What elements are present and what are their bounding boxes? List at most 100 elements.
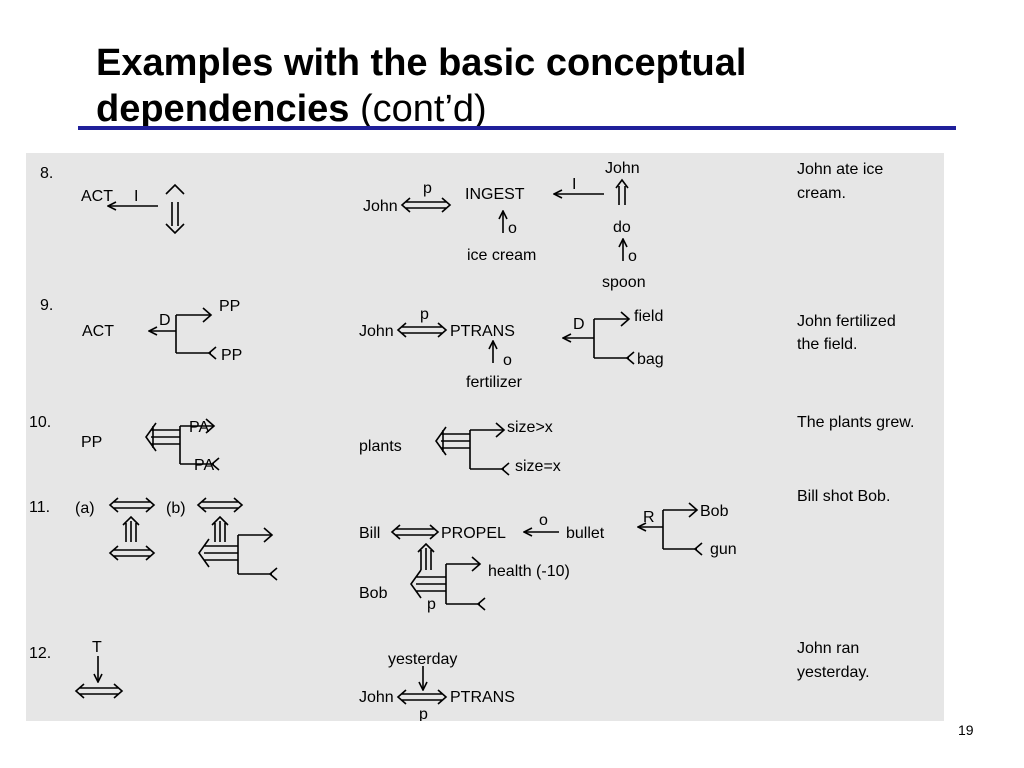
row12-number: 12.	[29, 645, 51, 662]
row9-ex-d: D	[573, 316, 585, 333]
row11-ex-double-arrow	[390, 524, 440, 540]
row9-number: 9.	[40, 297, 53, 314]
row8-sentence-line1: John ate ice	[797, 161, 883, 178]
row9-ex-fertilizer: fertilizer	[466, 374, 523, 391]
row11-b-triple-branch	[198, 534, 272, 575]
row11-a-double-arrow-top	[108, 497, 156, 513]
row8-ex-o2: o	[628, 248, 637, 265]
row11-rule-a: (a)	[75, 500, 95, 517]
row11-b-top-head	[263, 527, 274, 543]
row10-ex-bottom-head	[500, 462, 510, 476]
row11-ex-propel: PROPEL	[441, 525, 506, 542]
title-line-2-normal: (cont’d)	[349, 88, 487, 130]
row11-b-triple-up	[211, 515, 229, 542]
row11-number: 11.	[29, 499, 50, 516]
row9-sentence-line1: John fertilized	[797, 313, 896, 330]
row11-a-triple-up	[122, 515, 140, 542]
row10-rule-pa-top: PA	[189, 419, 209, 436]
row9-ex-bag: bag	[637, 351, 664, 368]
row11-ex-top-head	[471, 556, 482, 572]
row8-ex-spoon: spoon	[602, 274, 646, 291]
row11-ex-triple-branch	[410, 563, 480, 605]
title-line-1: Examples with the basic conceptual	[96, 42, 747, 84]
row8-number: 8.	[40, 165, 53, 182]
row11-ex-bottom-head	[476, 597, 486, 611]
row8-ex-john-double-arrow	[615, 178, 629, 205]
row11-ex-bob: Bob	[359, 585, 388, 602]
row9-ex-double-arrow	[396, 322, 448, 338]
row10-rule-top-head	[205, 418, 216, 434]
row10-rule-triple-branch	[145, 422, 214, 465]
row9-sentence-line2: the field.	[797, 336, 857, 353]
conceptual-dependency-diagram: 8. ACT I John p INGEST I John o ice crea…	[29, 160, 914, 721]
page-number: 19	[958, 722, 974, 738]
row12-ex-yesterday: yesterday	[388, 651, 457, 668]
row8-sentence-line2: cream.	[797, 185, 846, 202]
row8-ex-double-arrow	[400, 197, 452, 213]
row11-ex-bob-top: Bob	[700, 503, 729, 520]
row9-rule-pp-top: PP	[219, 298, 240, 315]
row12-rule-double-arrow	[74, 683, 124, 699]
title-underline	[78, 126, 956, 130]
row8-ex-p: p	[423, 180, 432, 197]
row10-rule-pp: PP	[81, 434, 102, 451]
row11-a-double-arrow-bottom	[108, 545, 156, 561]
row12-ex-p: p	[419, 706, 428, 721]
row12-rule-t: T	[92, 639, 102, 656]
row11-ex-r-branch	[662, 509, 697, 550]
row9-ex-ptrans: PTRANS	[450, 323, 515, 340]
row9-rule-top-head	[202, 307, 213, 323]
row11-rule-b: (b)	[166, 500, 186, 517]
row11-b-double-arrow-top	[196, 497, 244, 513]
row12-sentence-line2: yesterday.	[797, 664, 870, 681]
row12-ex-ptrans: PTRANS	[450, 689, 515, 706]
row9-rule-pp-bottom: PP	[221, 347, 242, 364]
row11-ex-r-bottom-head	[693, 542, 703, 556]
row9-ex-o: o	[503, 352, 512, 369]
row8-ex-i: I	[572, 176, 576, 193]
row11-ex-r: R	[643, 509, 655, 526]
row11-ex-gun: gun	[710, 541, 737, 558]
row8-ex-john-top: John	[605, 160, 640, 177]
row9-ex-p: p	[420, 306, 429, 323]
slide-title: Examples with the basic conceptual depen…	[96, 40, 956, 132]
row10-ex-triple-branch	[435, 426, 504, 470]
row11-b-bottom-head	[268, 567, 278, 581]
row11-ex-triple-up	[417, 542, 435, 570]
diagram-panel: 8. ACT I John p INGEST I John o ice crea…	[26, 153, 944, 721]
row12-sentence-line1: John ran	[797, 640, 859, 657]
row10-ex-size-eq: size=x	[515, 458, 561, 475]
row11-ex-p: p	[427, 596, 436, 613]
row9-ex-top-head	[620, 311, 631, 327]
row10-sentence: The plants grew.	[797, 414, 914, 431]
row8-ex-ingest: INGEST	[465, 186, 525, 203]
row10-ex-top-head	[495, 422, 506, 438]
title-line-2-bold: dependencies	[96, 88, 350, 130]
row9-ex-branch	[593, 318, 629, 359]
row8-ex-john: John	[363, 198, 398, 215]
row8-ex-o1: o	[508, 220, 517, 237]
row10-ex-plants: plants	[359, 438, 402, 455]
row11-ex-health: health (-10)	[488, 563, 570, 580]
row10-number: 10.	[29, 414, 51, 431]
row8-ex-do: do	[613, 219, 631, 236]
row9-ex-john: John	[359, 323, 394, 340]
row12-ex-double-arrow	[396, 689, 448, 705]
row9-rule-d: D	[159, 312, 171, 329]
row11-ex-o: o	[539, 512, 548, 529]
row8-rule-act: ACT	[81, 188, 113, 205]
row9-ex-field: field	[634, 308, 663, 325]
row9-rule-bottom-head	[207, 346, 217, 360]
row8-rule-double-arrow	[165, 183, 185, 235]
row12-ex-john: John	[359, 689, 394, 706]
row9-rule-branch	[175, 314, 211, 354]
row10-rule-pa-bottom: PA	[194, 457, 214, 474]
row11-ex-r-top-head	[688, 502, 699, 518]
row11-ex-bullet: bullet	[566, 525, 605, 542]
row8-ex-ice-cream: ice cream	[467, 247, 536, 264]
row11-ex-bill: Bill	[359, 525, 380, 542]
row11-sentence: Bill shot Bob.	[797, 488, 890, 505]
row9-ex-bottom-head	[625, 351, 635, 365]
row10-ex-size-gt: size>x	[507, 419, 553, 436]
row10-rule-bottom-head	[210, 457, 220, 471]
